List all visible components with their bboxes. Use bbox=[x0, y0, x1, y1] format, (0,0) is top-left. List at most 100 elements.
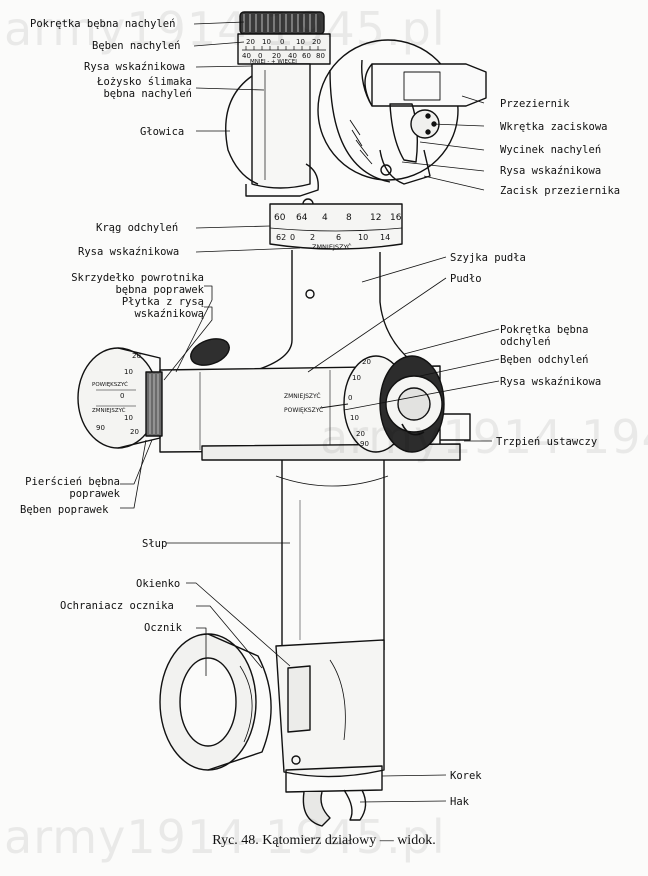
label-plate-2: wskaźnikową bbox=[134, 308, 204, 320]
ring-word: ZMNIEJSZYĆ bbox=[312, 242, 352, 251]
tilt-tick: 20 bbox=[272, 52, 281, 60]
label-index-mark-1: Rysa wskaźnikowa bbox=[84, 61, 186, 73]
tilt-tick: 60 bbox=[302, 52, 311, 60]
label-return-wing-2: bębna poprawek bbox=[115, 284, 204, 296]
tilt-words: MNIEJ - + WIĘCEJ bbox=[250, 59, 297, 65]
deflection-words: ZMNIEJSZYĆ POWIĘKSZYĆ bbox=[284, 393, 323, 414]
label-deflection-ring: Krąg odchyleń bbox=[96, 222, 179, 234]
label-sight-clamp: Zacisk przeziernika bbox=[500, 185, 621, 197]
watermark-top: army1914-1945.pl bbox=[4, 2, 446, 56]
deflection-smaller-word: ZMNIEJSZYĆ bbox=[284, 393, 321, 400]
eyepiece-housing bbox=[275, 639, 385, 778]
deflection-larger-word: POWIĘKSZYĆ bbox=[284, 407, 323, 414]
label-tilt-sector: Wycinek nachyleń bbox=[500, 144, 602, 156]
tilt-drum-scale: 20 10 0 10 20 40 0 20 40 60 80 bbox=[242, 38, 325, 60]
column bbox=[275, 460, 389, 660]
tilt-tick: 20 bbox=[246, 38, 255, 46]
tilt-tick: 40 bbox=[288, 52, 297, 60]
label-correction-drum: Bęben poprawek bbox=[20, 504, 109, 516]
label-window: Okienko bbox=[136, 578, 181, 590]
ring-tick: 12 bbox=[370, 213, 381, 223]
deflection-tick: 20 bbox=[356, 430, 365, 438]
watermark-middle: army1914-1945.pl bbox=[320, 410, 648, 464]
label-tilt-drum: Bęben nachyleń bbox=[92, 40, 181, 52]
correction-drum bbox=[77, 347, 163, 449]
ring-tick: 16 bbox=[390, 213, 402, 223]
watermark-bottom: army1914-1945.pl bbox=[4, 810, 446, 864]
sight bbox=[361, 59, 487, 107]
label-tilt-drum-knob: Pokrętka bębna nachyleń bbox=[30, 18, 176, 30]
deflection-tick: 0 bbox=[348, 394, 352, 402]
deflection-tick: 90 bbox=[360, 440, 369, 448]
deflection-tick: 10 bbox=[350, 414, 359, 422]
head-disk bbox=[317, 39, 459, 183]
correction-tick: 20 bbox=[132, 352, 141, 360]
tilt-drum-knob bbox=[239, 11, 325, 35]
label-index-mark-2: Rysa wskaźnikowa bbox=[78, 246, 180, 258]
tilt-tick: 20 bbox=[312, 38, 321, 46]
tilt-tick: 10 bbox=[296, 38, 305, 46]
ring-tick: 6 bbox=[336, 233, 341, 242]
label-hook: Hak bbox=[450, 796, 469, 808]
label-eyepiece: Ocznik bbox=[144, 622, 182, 634]
correction-smaller-word: ZMNIEJSZYĆ bbox=[92, 407, 126, 414]
label-plug: Korek bbox=[450, 770, 482, 782]
ring-tick: 60 bbox=[274, 213, 286, 223]
label-clamp-screw: Wkrętka zaciskowa bbox=[500, 121, 608, 133]
tilt-tick: 0 bbox=[280, 38, 284, 46]
tilt-tick: 40 bbox=[242, 52, 251, 60]
correction-tick: 10 bbox=[124, 368, 133, 376]
label-drum-ring-2: poprawek bbox=[69, 488, 120, 500]
eyepiece bbox=[159, 633, 272, 771]
label-index-mark-4: Rysa wskaźnikowa bbox=[500, 376, 602, 388]
deflection-drum bbox=[319, 355, 445, 453]
label-drum-ring-1: Pierścień bębna bbox=[25, 476, 120, 488]
label-worm-bearing-2: bębna nachyleń bbox=[103, 88, 192, 100]
correction-tick: 20 bbox=[130, 428, 139, 436]
ring-scale-top: 60 64 4 8 12 16 bbox=[274, 213, 402, 223]
ring-tick: 8 bbox=[346, 213, 352, 223]
correction-tick: 0 bbox=[120, 392, 124, 400]
return-wing bbox=[190, 338, 230, 366]
label-worm-bearing-1: Łożysko ślimaka bbox=[97, 76, 192, 88]
label-head: Głowica bbox=[140, 126, 185, 138]
label-deflection-drum: Bęben odchyleń bbox=[500, 354, 589, 366]
label-box-neck: Szyjka pudła bbox=[450, 252, 526, 264]
label-plate-1: Płytka z rysą bbox=[121, 296, 204, 308]
correction-tick: 90 bbox=[96, 424, 105, 432]
tilt-tick: 80 bbox=[316, 52, 325, 60]
tilt-tick: 10 bbox=[262, 38, 271, 46]
deflection-drum-ticks: 20 10 0 10 20 90 bbox=[348, 358, 371, 448]
label-return-wing-1: Skrzydełko powrotnika bbox=[71, 272, 204, 284]
correction-tick: 10 bbox=[124, 414, 133, 422]
ring-tick: 4 bbox=[322, 213, 328, 223]
label-index-mark-3: Rysa wskaźnikowa bbox=[500, 165, 602, 177]
ring-tick: 0 bbox=[290, 233, 295, 242]
label-deflection-knob-1: Pokrętka bębna bbox=[500, 324, 589, 336]
label-deflection-knob-2: odchyleń bbox=[500, 336, 551, 348]
correction-drum-ticks: 20 10 0 10 20 90 bbox=[96, 352, 141, 436]
deflection-tick: 20 bbox=[362, 358, 371, 366]
tilt-tick: 0 bbox=[258, 52, 262, 60]
ring-scale-bottom: 62 0 2 6 10 14 bbox=[276, 233, 390, 242]
label-eyecup: Ochraniacz ocznika bbox=[60, 600, 174, 612]
leader-lines bbox=[120, 21, 500, 803]
label-box: Pudło bbox=[450, 273, 482, 285]
label-sight: Przeziernik bbox=[500, 98, 570, 110]
ring-tick: 62 bbox=[276, 233, 286, 242]
head-body bbox=[225, 63, 319, 197]
label-column: Słup bbox=[142, 538, 168, 550]
ring-tick: 14 bbox=[380, 233, 390, 242]
clamp-screw bbox=[302, 103, 440, 210]
label-setting-pin: Trzpień ustawczy bbox=[496, 436, 598, 448]
correction-larger-word: POWIĘKSZYĆ bbox=[92, 381, 128, 388]
ring-tick: 2 bbox=[310, 233, 315, 242]
ring-tick: 10 bbox=[358, 233, 368, 242]
plug-hook bbox=[285, 765, 383, 827]
correction-words: POWIĘKSZYĆ ZMNIEJSZYĆ bbox=[92, 381, 128, 414]
figure-caption: Ryc. 48. Kątomierz działowy — widok. bbox=[212, 833, 436, 848]
deflection-tick: 10 bbox=[352, 374, 361, 382]
deflection-ring bbox=[269, 203, 403, 250]
